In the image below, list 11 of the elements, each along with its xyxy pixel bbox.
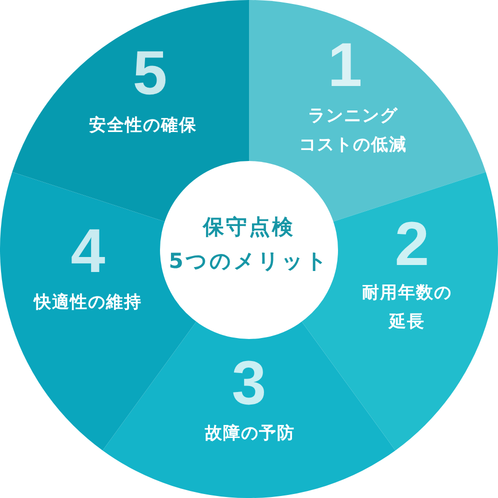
segment-label: ランニングコストの低減 [299, 105, 407, 157]
segment-label: 安全性の確保 [89, 114, 197, 138]
segment-label: 快適性の維持 [34, 292, 142, 314]
segment-number: 5 [132, 50, 168, 98]
segment-number: 2 [394, 222, 430, 268]
segment-label: 故障の予防 [205, 422, 295, 446]
segment-number: 3 [232, 360, 266, 408]
segment-number: 4 [70, 228, 106, 276]
center-title: 保守点検5つのメリット [168, 214, 330, 275]
segment-label: 耐用年数の延長 [362, 282, 452, 334]
segment-number: 1 [328, 42, 362, 90]
